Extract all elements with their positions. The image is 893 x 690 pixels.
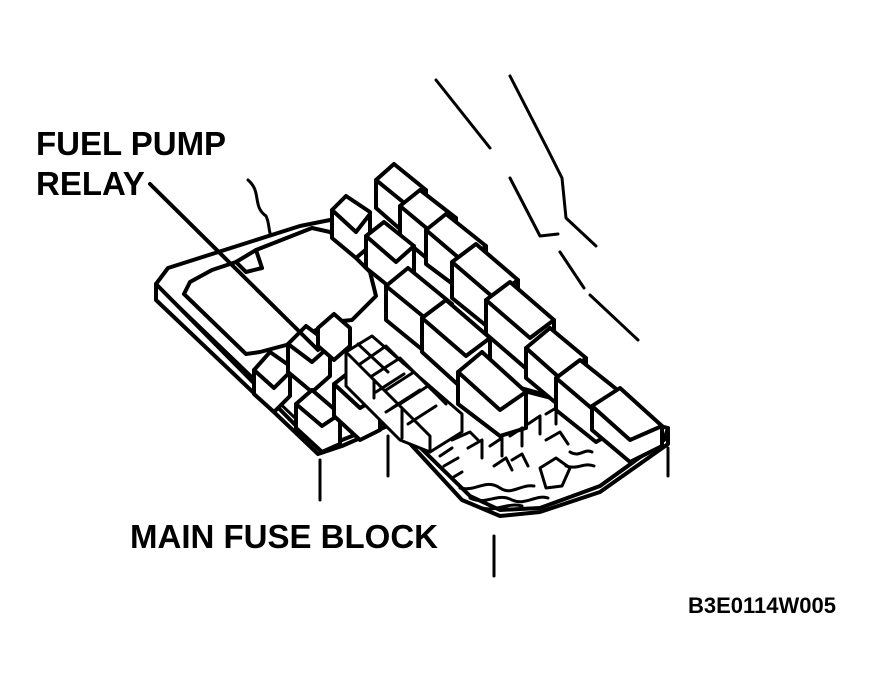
large-relays: [330, 162, 664, 464]
fuel-pump-relay-label: FUEL PUMP RELAY: [36, 124, 226, 204]
terminal-detail: [438, 406, 596, 511]
relay-leader-line: [148, 182, 320, 352]
figure-code-label: B3E0114W005: [688, 593, 836, 618]
main-fuse-block-label: MAIN FUSE BLOCK: [130, 518, 438, 555]
body-panel-lines: [434, 74, 640, 342]
fuse-grid: [344, 334, 464, 454]
harness-wire: [246, 178, 274, 240]
fuse-block-leader-lines: [318, 434, 670, 578]
relay-label-line2: RELAY: [36, 165, 145, 202]
relay-label-line1: FUEL PUMP: [36, 125, 227, 162]
